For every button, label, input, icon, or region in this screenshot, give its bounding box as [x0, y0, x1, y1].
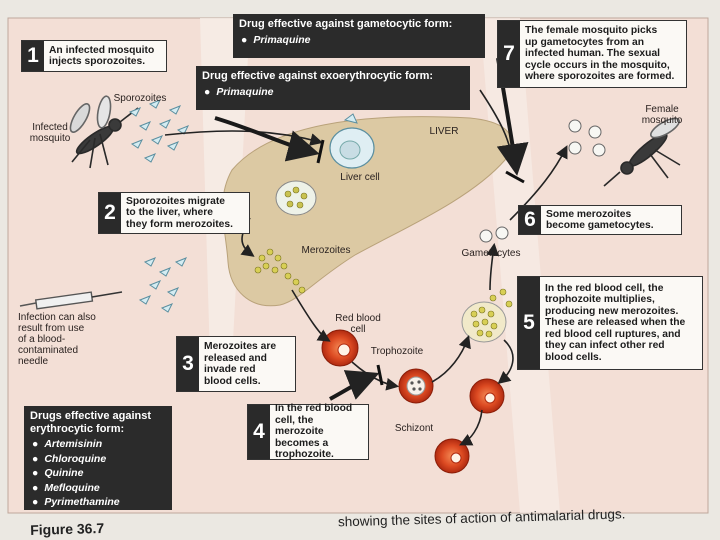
- label-infection-note: Infection can also result from use of a …: [18, 312, 96, 367]
- drug-name: Quinine: [44, 467, 84, 479]
- step-box-4: 4 In the red blood cell, the merozoite b…: [247, 403, 369, 461]
- drug-name: Mefloquine: [44, 481, 100, 494]
- drug-box-exoerythrocytic: Drug effective against exoerythrocytic f…: [196, 66, 470, 110]
- step-number: 6: [519, 206, 541, 234]
- female-mosquito-illustration: [603, 117, 681, 187]
- liver-merozoites: [254, 248, 306, 294]
- drug-box-title: Drugs effective against erythrocytic for…: [30, 410, 152, 435]
- liver-shape: [222, 116, 513, 307]
- block-marks: [316, 139, 525, 386]
- needle-sporozoites: [138, 257, 188, 313]
- drug-item: ● Chloroquine: [24, 452, 172, 467]
- drug-box-title: Drug effective against exoerythrocytic f…: [202, 70, 434, 82]
- step-number: 2: [99, 193, 121, 233]
- step-number: 1: [22, 41, 44, 71]
- label-red-blood-cell: Red blood cell: [335, 313, 381, 335]
- label-infected-mosquito: Infected mosquito: [29, 122, 71, 144]
- step-text: In the red blood cell, the trophozoite m…: [545, 282, 686, 363]
- step-box-2: 2 Sporozoites migrate to the liver, wher…: [98, 192, 250, 234]
- gametocytes-cluster: [479, 119, 606, 243]
- bullet-icon: ●: [32, 438, 39, 450]
- drug-box-erythrocytic: Drugs effective against erythrocytic for…: [24, 406, 172, 510]
- step-text: Merozoites are released and invade red b…: [204, 341, 277, 387]
- step-number: 7: [498, 21, 520, 87]
- bullet-icon: ●: [32, 467, 39, 479]
- bullet-icon: ●: [32, 496, 39, 508]
- step-number: 3: [177, 337, 199, 391]
- step-text: Some merozoites become gametocytes.: [546, 208, 654, 232]
- drug-name: Artemisinin: [44, 438, 103, 450]
- step-text: Sporozoites migrate to the liver, where …: [126, 195, 233, 230]
- step-number: 4: [248, 405, 270, 459]
- label-trophozoite: Trophozoite: [370, 346, 424, 357]
- bullet-icon: ●: [241, 33, 248, 46]
- step-box-6: 6 Some merozoites become gametocytes.: [518, 205, 682, 235]
- drug-item: ● Artemisinin: [24, 437, 172, 452]
- drug-item: ● Quinine: [24, 466, 172, 481]
- red-blood-cell-3: [434, 438, 470, 474]
- drug-item: ● Primaquine: [233, 33, 485, 48]
- drug-item: ● Pyrimethamine: [24, 495, 172, 510]
- red-blood-cell-1: [321, 329, 359, 367]
- infected-liver-cell: [275, 180, 317, 216]
- red-blood-cell-2: [469, 378, 505, 414]
- bullet-icon: ●: [32, 452, 39, 465]
- step-text: The female mosquito picks up gametocytes…: [525, 25, 675, 83]
- label-female-mosquito: Female mosquito: [641, 104, 683, 126]
- bullet-icon: ●: [204, 85, 211, 98]
- label-liver-cell: Liver cell: [340, 172, 380, 183]
- infected-mosquito-illustration: [69, 95, 139, 169]
- figure-number: Figure 36.7: [30, 519, 105, 538]
- drug-box-title: Drug effective against gametocytic form:: [239, 18, 453, 30]
- drug-name: Primaquine: [253, 33, 311, 46]
- drug-name: Pyrimethamine: [44, 496, 120, 508]
- label-liver: LIVER: [429, 126, 459, 137]
- step-text: An infected mosquito injects sporozoites…: [49, 44, 155, 68]
- step-text: In the red blood cell, the merozoite bec…: [275, 403, 353, 461]
- bullet-icon: ●: [32, 481, 39, 494]
- trophozoite-cell: [398, 368, 434, 404]
- label-gametocytes: Gametocytes: [461, 248, 521, 259]
- step-box-7: 7 The female mosquito picks up gametocyt…: [497, 20, 687, 88]
- schizont-cluster: [461, 301, 507, 343]
- step-box-3: 3 Merozoites are released and invade red…: [176, 336, 296, 392]
- label-schizont: Schizont: [394, 423, 434, 434]
- free-merozoites: [489, 288, 513, 308]
- step-number: 5: [518, 277, 540, 369]
- drug-item: ● Mefloquine: [24, 481, 172, 496]
- drug-item: ● Primaquine: [196, 85, 470, 100]
- step-box-1: 1 An infected mosquito injects sporozoit…: [21, 40, 167, 72]
- liver-cell-illustration: [329, 113, 375, 169]
- label-merozoites: Merozoites: [301, 245, 351, 256]
- syringe-illustration: [19, 291, 123, 310]
- label-sporozoites: Sporozoites: [113, 93, 167, 104]
- step-box-5: 5 In the red blood cell, the trophozoite…: [517, 276, 703, 370]
- drug-name: Chloroquine: [44, 452, 107, 465]
- drug-name: Primaquine: [216, 85, 274, 98]
- drug-box-gametocytic: Drug effective against gametocytic form:…: [233, 14, 485, 58]
- sporozoites-cluster: [128, 99, 190, 163]
